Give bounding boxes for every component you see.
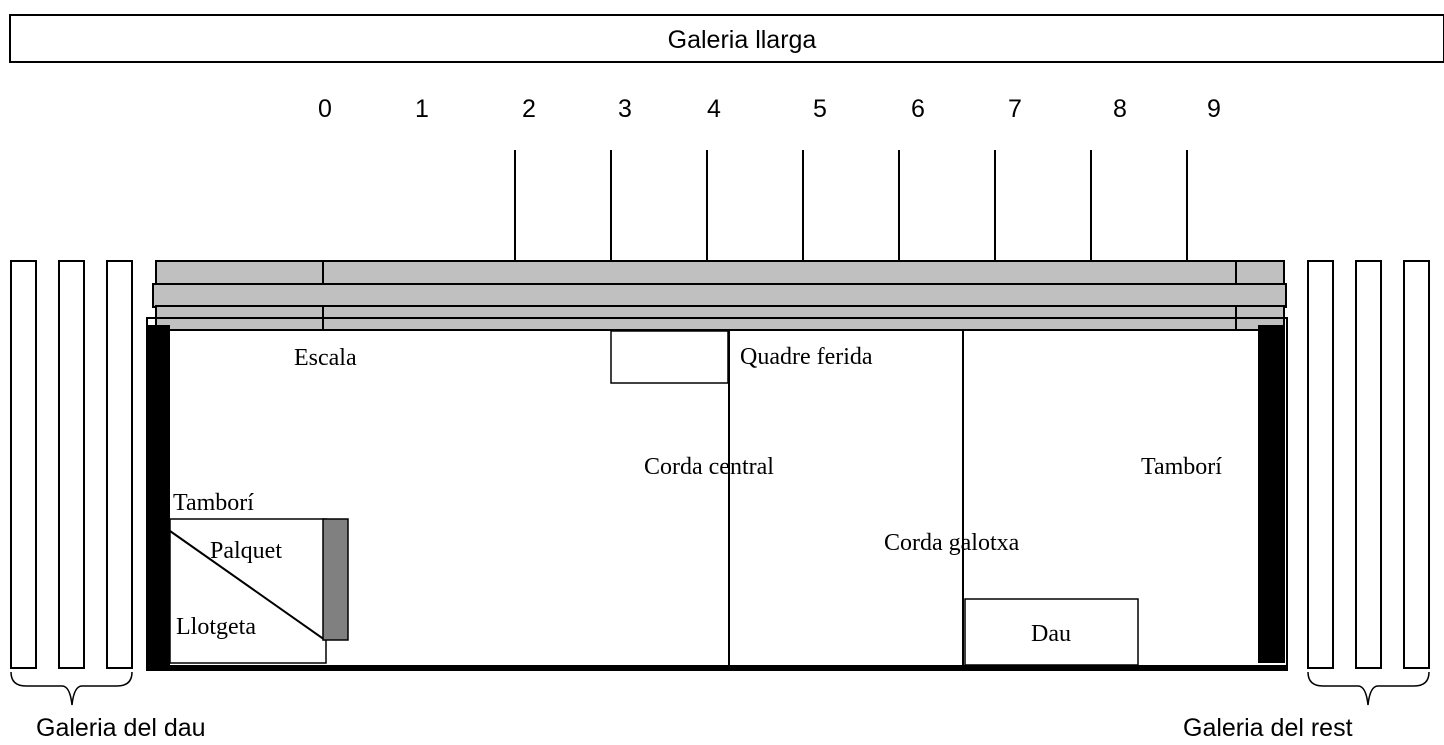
galeria-del-dau <box>10 260 133 669</box>
roof-row-middle <box>152 283 1287 308</box>
scale-numbers: 0 1 2 3 4 5 6 7 8 9 <box>318 95 1221 123</box>
scale-number-6: 6 <box>911 95 925 123</box>
quadre-ferida-box <box>610 330 729 384</box>
palquet-box <box>169 518 327 664</box>
galeria-dau-brace <box>10 671 133 706</box>
palquet-label: Palquet <box>210 538 282 564</box>
galeria-dau-column-2 <box>58 260 85 669</box>
escala-label: Escala <box>294 345 357 371</box>
corda-central-label: Corda central <box>644 454 774 480</box>
galeria-rest-column-2 <box>1355 260 1382 669</box>
galeria-dau-column-3 <box>106 260 133 669</box>
right-wall <box>1258 325 1285 663</box>
corda-galotxa-label: Corda galotxa <box>884 530 1020 556</box>
roof <box>152 260 1287 331</box>
scale-number-9: 9 <box>1207 95 1221 123</box>
palquet-bar <box>322 518 349 641</box>
galeria-llarga-label: Galeria llarga <box>668 26 817 54</box>
quadre-ferida-label: Quadre ferida <box>740 344 873 370</box>
palquet-diagonal <box>169 530 326 641</box>
scale-number-5: 5 <box>813 95 827 123</box>
dau-label: Dau <box>1031 621 1071 647</box>
galeria-rest-brace <box>1307 671 1430 706</box>
tambori-right-label: Tamborí <box>1141 454 1222 480</box>
scale-number-8: 8 <box>1113 95 1127 123</box>
scale-number-0: 0 <box>318 95 332 123</box>
galeria-dau-column-1 <box>10 260 37 669</box>
dau-box <box>964 598 1139 666</box>
scale-number-4: 4 <box>707 95 721 123</box>
left-wall <box>147 325 170 671</box>
llotgeta-label: Llotgeta <box>176 614 256 640</box>
scale-number-2: 2 <box>522 95 536 123</box>
galeria-rest-column-1 <box>1307 260 1334 669</box>
galeria-rest-label: Galeria del rest <box>1183 714 1353 742</box>
scale-ticks <box>514 150 1188 270</box>
scale-number-1: 1 <box>415 95 429 123</box>
scale-number-3: 3 <box>618 95 632 123</box>
galeria-rest-column-3 <box>1403 260 1430 669</box>
roof-row-top <box>155 260 1285 286</box>
court <box>146 317 1288 671</box>
scale-number-7: 7 <box>1008 95 1022 123</box>
galeria-dau-label: Galeria del dau <box>36 714 206 742</box>
tambori-left-label: Tamborí <box>173 490 254 516</box>
galeria-del-rest <box>1307 260 1430 669</box>
galeria-llarga-box <box>9 14 1444 63</box>
floor-line <box>147 665 1287 670</box>
